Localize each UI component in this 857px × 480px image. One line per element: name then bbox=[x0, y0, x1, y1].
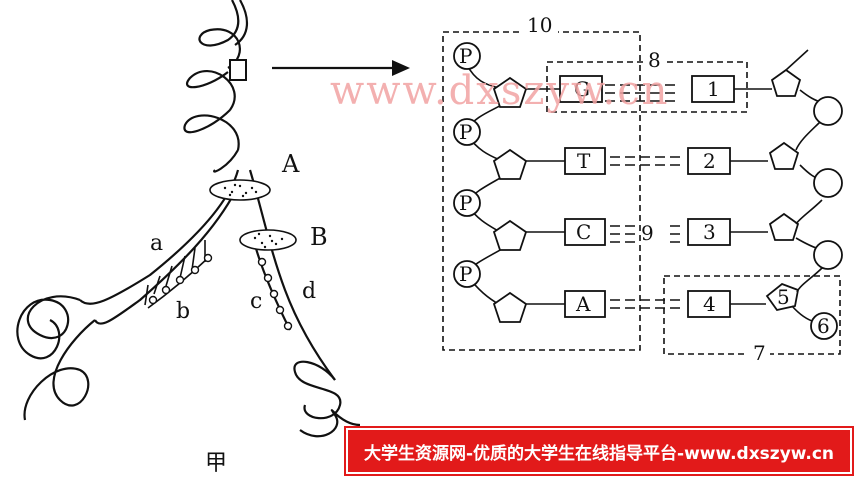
svg-text:3: 3 bbox=[703, 220, 716, 244]
new-strand-b-beads bbox=[148, 253, 213, 305]
svg-text:T: T bbox=[577, 149, 591, 173]
label-b: B bbox=[310, 223, 328, 251]
parental-dna-coil bbox=[183, 0, 241, 173]
figure-caption: 甲 bbox=[205, 451, 227, 476]
hydrogen-bonds bbox=[605, 84, 680, 309]
label-8: 8 bbox=[648, 48, 661, 72]
left-bases: G T C A bbox=[559, 75, 606, 318]
svg-text:2: 2 bbox=[703, 149, 716, 173]
right-sugars bbox=[765, 68, 802, 312]
fork-right-strand-inner bbox=[253, 244, 291, 331]
svg-text:C: C bbox=[576, 220, 591, 244]
svg-text:P: P bbox=[459, 262, 472, 286]
enzyme-a bbox=[209, 179, 271, 201]
label-9: 9 bbox=[641, 221, 654, 245]
label-6: 6 bbox=[817, 314, 830, 338]
svg-text:P: P bbox=[459, 191, 472, 215]
phosphate-groups: P P P P bbox=[453, 42, 481, 288]
label-lower-b: b bbox=[176, 299, 190, 324]
fork-left-strand-outer bbox=[94, 189, 237, 325]
arrow bbox=[272, 60, 410, 76]
label-a: A bbox=[281, 150, 300, 178]
svg-text:P: P bbox=[459, 44, 472, 68]
left-sugars bbox=[492, 76, 528, 323]
label-7: 7 bbox=[753, 341, 766, 365]
box-10 bbox=[442, 31, 641, 351]
fork-right-strand bbox=[248, 169, 336, 381]
label-lower-c: c bbox=[250, 289, 262, 314]
new-strand-c-beads bbox=[257, 257, 293, 331]
enzyme-b bbox=[239, 229, 297, 251]
right-phosphates bbox=[810, 96, 843, 340]
svg-text:A: A bbox=[575, 292, 591, 316]
svg-text:1: 1 bbox=[707, 77, 720, 101]
label-5: 5 bbox=[777, 285, 790, 309]
site-banner[interactable]: 大学生资源网-优质的大学生在线指导平台-www.dxszyw.cn bbox=[344, 426, 854, 476]
dna-structure-figure: P P P P G T C A bbox=[442, 13, 843, 365]
banner-text: 大学生资源网-优质的大学生在线指导平台-www.dxszyw.cn bbox=[363, 443, 835, 464]
label-10: 10 bbox=[527, 13, 552, 37]
replication-fork-figure: A B a b c d 甲 bbox=[16, 0, 361, 476]
label-lower-d: d bbox=[302, 279, 316, 304]
svg-text:P: P bbox=[459, 120, 472, 144]
svg-text:4: 4 bbox=[703, 292, 716, 316]
label-lower-a: a bbox=[150, 231, 163, 256]
marked-segment bbox=[229, 59, 247, 81]
svg-text:G: G bbox=[574, 77, 590, 101]
